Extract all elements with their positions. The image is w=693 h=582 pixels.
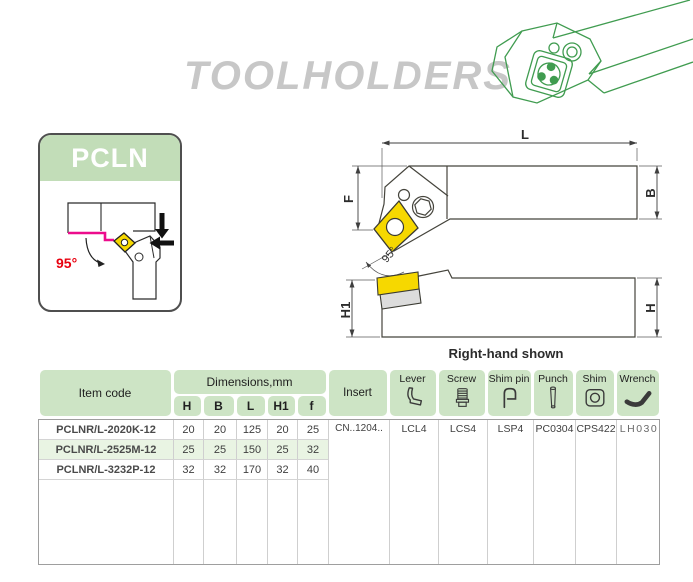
cell-h: 25 xyxy=(173,440,203,460)
cell-h1: 20 xyxy=(267,420,297,440)
header-wrench: Wrench xyxy=(616,370,659,416)
cell-b: 20 xyxy=(203,420,236,440)
screw-icon xyxy=(455,388,469,407)
dim-label-H: H xyxy=(643,303,658,312)
cell-b: 25 xyxy=(203,440,236,460)
technical-drawing: L F B 95° H1 H Right-hand shown xyxy=(338,128,662,361)
cell-l: 125 xyxy=(236,420,267,440)
sketch-screw xyxy=(562,42,582,62)
toolholder-3d-sketch xyxy=(491,0,693,104)
page-title-watermark: TOOLHOLDERS xyxy=(184,54,512,98)
cell-h1: 32 xyxy=(267,460,297,480)
sketch-bar-edge xyxy=(552,0,691,39)
table-body: PCLNR/L-2020K-12 20 20 125 20 25 PCLNR/L… xyxy=(38,419,660,565)
cell-b: 32 xyxy=(203,460,236,480)
lead-angle-arc xyxy=(365,261,405,277)
sketch-bar-edge xyxy=(588,38,693,75)
header-insert: Insert xyxy=(328,370,387,416)
header-dimensions-label: Dimensions,mm xyxy=(173,370,326,394)
pcln-card: PCLN 95° xyxy=(38,133,182,312)
dim-label-H1: H1 xyxy=(338,302,353,319)
feed-left-arrow-icon xyxy=(149,236,174,250)
lever-icon xyxy=(406,387,422,406)
cell-h: 32 xyxy=(173,460,203,480)
catalog-table: Item code Dimensions,mm H B L H1 f Inser… xyxy=(38,370,660,565)
cell-insert: CN..1204.. xyxy=(328,420,389,564)
cell-l: 150 xyxy=(236,440,267,460)
wrench-icon xyxy=(624,391,651,407)
dim-label-F: F xyxy=(341,195,356,203)
header-dim-h1: H1 xyxy=(267,396,295,416)
sketch-bar-edge xyxy=(603,61,693,94)
header-dim-b: B xyxy=(203,396,234,416)
machined-profile-line xyxy=(68,231,114,242)
table-row-item-code: PCLNR/L-2020K-12 xyxy=(39,420,173,440)
sketch-head xyxy=(491,22,602,104)
cell-screw: LCS4 xyxy=(438,420,487,564)
header-screw: Screw xyxy=(438,370,485,416)
workpiece-outline xyxy=(67,202,156,233)
cell-lever: LCL4 xyxy=(389,420,438,564)
header-dimensions-group: Dimensions,mm H B L H1 f xyxy=(172,370,327,416)
feed-down-arrow-icon xyxy=(155,213,169,239)
dim-label-L: L xyxy=(521,128,529,142)
cell-shim: CPS422 xyxy=(575,420,616,564)
header-lever: Lever xyxy=(389,370,436,416)
cell-f: 25 xyxy=(297,420,328,440)
header-dim-f: f xyxy=(297,396,326,416)
cell-punch: PC0304 xyxy=(533,420,575,564)
header-item-code: Item code xyxy=(39,370,171,416)
insert-side-view xyxy=(376,271,420,296)
cell-shim-pin: LSP4 xyxy=(487,420,533,564)
cell-wrench: LH030 xyxy=(616,420,661,564)
punch-icon xyxy=(550,386,556,409)
header-shim-pin: Shim pin xyxy=(487,370,531,416)
cell-f: 32 xyxy=(297,440,328,460)
shim-icon xyxy=(584,388,605,407)
header-dim-l: L xyxy=(236,396,265,416)
header-dim-h: H xyxy=(173,396,201,416)
swing-arrow-icon xyxy=(85,237,101,264)
table-header: Item code Dimensions,mm H B L H1 f Inser… xyxy=(38,370,660,416)
sketch-pin xyxy=(548,42,560,54)
header-shim: Shim xyxy=(575,370,614,416)
mini-toolholder xyxy=(124,235,161,300)
table-row-item-code: PCLNR/L-3232P-12 xyxy=(39,460,173,480)
cell-l: 170 xyxy=(236,460,267,480)
clamp-pin xyxy=(397,188,411,202)
cell-h: 20 xyxy=(173,420,203,440)
table-row-item-code: PCLNR/L-2525M-12 xyxy=(39,440,173,460)
lead-angle-label: 95° xyxy=(56,255,77,271)
dim-label-B: B xyxy=(643,188,658,197)
sketch-insert xyxy=(525,50,573,98)
header-punch: Punch xyxy=(533,370,573,416)
cell-f: 40 xyxy=(297,460,328,480)
pcln-card-title: PCLN xyxy=(40,135,180,181)
cell-h1: 25 xyxy=(267,440,297,460)
pcln-application-diagram: 95° xyxy=(56,202,174,300)
hand-caption: Right-hand shown xyxy=(448,346,563,361)
shim-pin-icon xyxy=(503,387,517,409)
